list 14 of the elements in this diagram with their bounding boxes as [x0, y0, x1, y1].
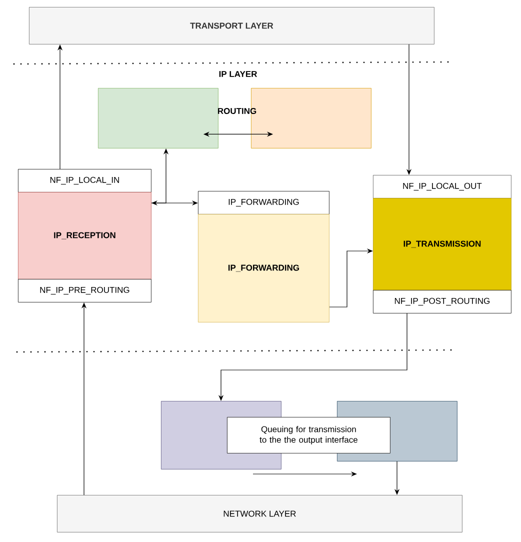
hook-box: NF_IP_LOCAL_OUT: [373, 175, 512, 198]
hook-box: NF_IP_PRE_ROUTING: [18, 279, 152, 302]
layer-box: TRANSPORT LAYER: [29, 7, 434, 44]
note-box: Queuing for transmission to the the output interface: [227, 417, 390, 454]
layer-box: NETWORK LAYER: [57, 495, 462, 532]
hook-box: NF_IP_POST_ROUTING: [373, 290, 512, 314]
arrow: [329, 248, 373, 308]
hook-box: NF_IP_LOCAL_IN: [18, 169, 152, 192]
layer-label: IP LAYER: [219, 71, 258, 77]
header-box: IP_FORWARDING: [198, 191, 330, 214]
routing-box: [98, 88, 218, 148]
process-box: IP_TRANSMISSION: [373, 198, 512, 290]
process-box: IP_RECEPTION: [18, 192, 152, 280]
process-box: IP_FORWARDING: [198, 214, 330, 322]
